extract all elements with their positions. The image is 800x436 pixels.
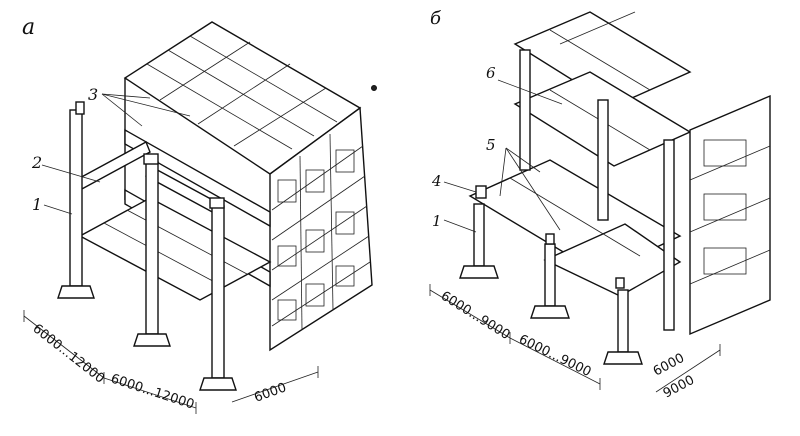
figure-a-letter: а bbox=[22, 15, 35, 40]
figure-a-column-front-head bbox=[209, 197, 225, 209]
figure-a-floor-1 bbox=[124, 128, 271, 228]
figure-b-column-1 bbox=[473, 203, 485, 267]
figure-a-roof-panels bbox=[146, 35, 338, 150]
figure-b-footing-3 bbox=[603, 351, 643, 365]
figure-b-wall-panels bbox=[689, 139, 771, 285]
figure-b-dimension-lines bbox=[429, 284, 721, 393]
figure-b-column-right bbox=[663, 139, 675, 331]
figure-b-letter: б bbox=[430, 8, 442, 29]
figure-a-leaders bbox=[41, 93, 191, 215]
figure-b-slab-front bbox=[543, 223, 682, 297]
figure-b-column-2 bbox=[544, 243, 556, 307]
figure-a-column-middle-head bbox=[143, 153, 159, 165]
figure-b-footing-2 bbox=[530, 305, 570, 319]
figure-a-column-front bbox=[211, 205, 225, 379]
figure-b-dim-span-front: 6000...9000 bbox=[516, 332, 593, 380]
figure-a-label-2: 2 bbox=[31, 153, 42, 172]
figure-a-side-wall bbox=[269, 106, 373, 352]
figure-b-label-1: 1 bbox=[432, 212, 442, 230]
figure-b: б bbox=[429, 8, 771, 402]
figure-a-wall-panels bbox=[271, 133, 371, 331]
figure-a-dim-span-front: 6000...12000 bbox=[109, 372, 196, 413]
figure-a-column-middle bbox=[145, 161, 159, 335]
figure-a-dimension-lines bbox=[23, 310, 319, 414]
figure-a-windows bbox=[277, 149, 355, 321]
figure-a-label-1: 1 bbox=[32, 195, 42, 214]
figure-b-column-cap-2 bbox=[545, 233, 555, 245]
figure-a-frame bbox=[57, 101, 272, 391]
figure-b-column-3 bbox=[617, 289, 629, 353]
figure-a-column-back-head bbox=[75, 101, 85, 115]
figure-b-label-5: 5 bbox=[486, 136, 496, 154]
figure-b-leaders bbox=[443, 79, 563, 233]
figure-a-dim-depth: 6000 bbox=[252, 380, 288, 405]
figure-b-column-middle bbox=[597, 99, 609, 221]
figure-a-column-back bbox=[69, 109, 83, 287]
figure-a-crossbar-back bbox=[75, 141, 151, 191]
figure-a-building-block bbox=[123, 21, 373, 352]
figure-a-footing-front bbox=[199, 377, 237, 391]
figure-b-column-cap-4 bbox=[475, 185, 487, 199]
figure-b-dim-span-left: 6000...9000 bbox=[438, 289, 513, 343]
figure-a-dot bbox=[371, 85, 377, 91]
figure-b-column-cap-3 bbox=[615, 277, 625, 289]
figure-b-label-4: 4 bbox=[431, 172, 442, 190]
figure-b-footing-1 bbox=[459, 265, 499, 279]
figure-a-footing-back bbox=[57, 285, 95, 299]
figure-b-label-6: 6 bbox=[486, 64, 496, 82]
figure-a-dim-span-left: 6000...12000 bbox=[30, 321, 108, 386]
figure-b-column-back bbox=[519, 49, 531, 171]
figure-a-open-floor bbox=[78, 197, 272, 301]
figure-a-label-3: 3 bbox=[88, 85, 98, 104]
figure-a-footing-middle bbox=[133, 333, 171, 347]
figure-a: а bbox=[22, 15, 377, 414]
